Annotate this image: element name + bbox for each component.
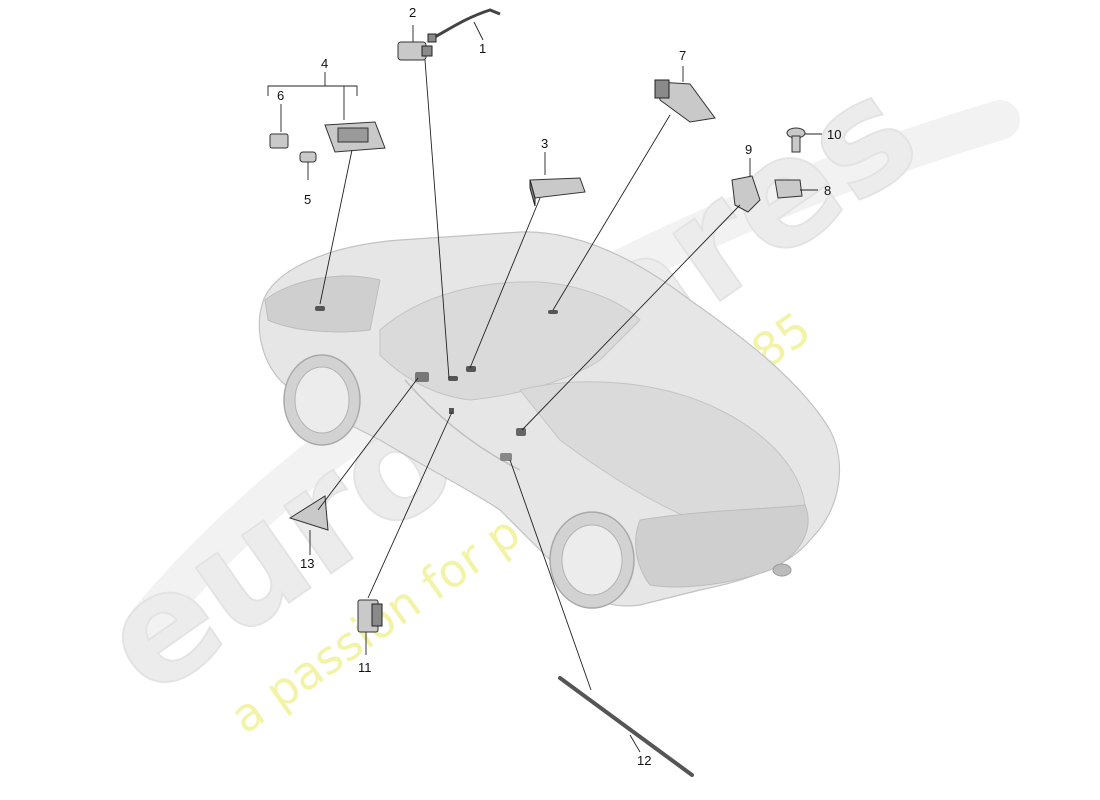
part-7-lamp — [654, 79, 716, 123]
parts — [269, 8, 806, 777]
leader-lines — [267, 21, 822, 753]
callout-1: 1 — [479, 41, 486, 56]
callout-9: 9 — [745, 142, 752, 157]
callout-labels: 1 2 3 4 5 6 7 8 9 10 11 12 13 — [277, 5, 841, 768]
callout-10: 10 — [827, 127, 841, 142]
callout-6: 6 — [277, 88, 284, 103]
part-12-trim-strip — [558, 676, 694, 777]
part-5-bulb — [299, 151, 317, 163]
callout-5: 5 — [304, 192, 311, 207]
callout-7: 7 — [679, 48, 686, 63]
callout-13: 13 — [300, 556, 314, 571]
part-3-interior-light — [529, 177, 586, 207]
callout-12: 12 — [637, 753, 651, 768]
part-2-switch — [397, 41, 433, 61]
part-6-bulb-housing — [269, 133, 289, 149]
part-10-screw — [786, 127, 806, 153]
part-11-switch-module — [357, 599, 383, 633]
part-1-wiring-harness — [427, 8, 501, 43]
callout-4: 4 — [321, 56, 328, 71]
part-4-lamp-assembly — [324, 121, 386, 153]
callout-2: 2 — [409, 5, 416, 20]
part-9-bracket — [731, 175, 761, 213]
callout-8: 8 — [824, 183, 831, 198]
callout-3: 3 — [541, 136, 548, 151]
car-illustration — [258, 231, 841, 609]
part-8-clip — [774, 179, 803, 199]
part-13-cover — [288, 495, 329, 531]
callout-11: 11 — [358, 660, 372, 675]
